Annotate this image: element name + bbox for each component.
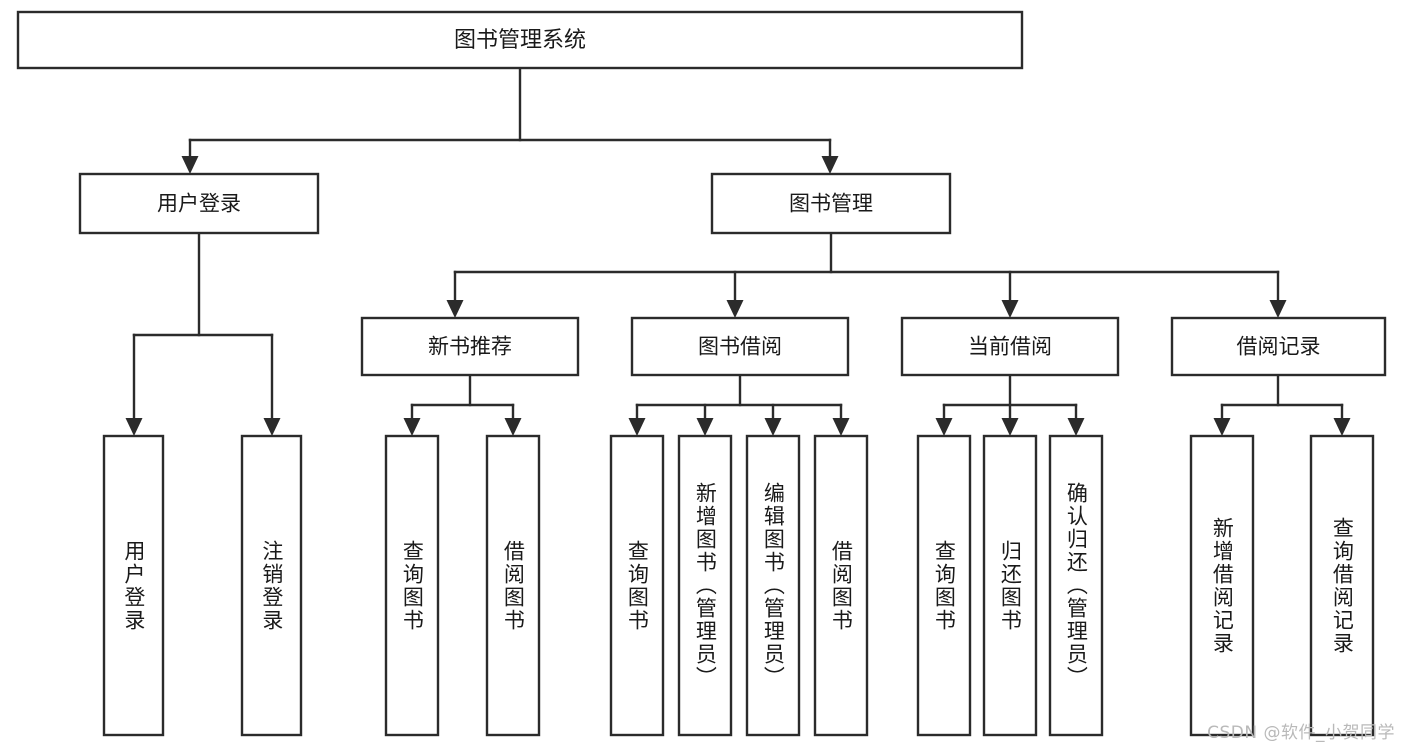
node-box-leaf-edit-book xyxy=(745,434,801,737)
node-box-root xyxy=(16,10,1024,70)
node-label-root: 图书管理系统 xyxy=(454,28,586,53)
node-box-leaf-user-login xyxy=(102,434,165,737)
node-box-leaf-query-book-a xyxy=(384,434,440,737)
new-book-recommend-arrow-0 xyxy=(403,418,421,436)
node-box-leaf-query-record xyxy=(1309,434,1375,737)
node-label-current-borrow: 当前借阅 xyxy=(968,335,1052,359)
node-box-leaf-borrow-book-b xyxy=(813,434,869,737)
node-label-book-manage: 图书管理 xyxy=(789,192,873,216)
node-box-user-login xyxy=(78,172,320,235)
borrow-record-arrow-0 xyxy=(1213,418,1231,436)
node-box-leaf-add-book xyxy=(677,434,733,737)
user-login-arrow-1 xyxy=(263,418,281,436)
current-borrow-arrow-1 xyxy=(1001,418,1019,436)
node-label-book-borrow: 图书借阅 xyxy=(698,335,782,359)
node-box-leaf-query-book-c xyxy=(916,434,972,737)
book-borrow-arrow-2 xyxy=(764,418,782,436)
book-borrow-arrow-1 xyxy=(696,418,714,436)
book-borrow-arrow-3 xyxy=(832,418,850,436)
node-box-leaf-confirm-return xyxy=(1048,434,1104,737)
node-box-leaf-return-book xyxy=(982,434,1038,737)
book-manage-arrow-0 xyxy=(446,300,464,318)
book-borrow-arrow-0 xyxy=(628,418,646,436)
watermark-text: CSDN @软件_小贺同学 xyxy=(1207,723,1395,743)
node-box-book-manage xyxy=(710,172,952,235)
node-box-borrow-record xyxy=(1170,316,1387,377)
node-box-leaf-add-record xyxy=(1189,434,1255,737)
node-box-leaf-logout xyxy=(240,434,303,737)
root-arrow-0 xyxy=(181,156,199,174)
node-label-new-book-recommend: 新书推荐 xyxy=(428,335,512,359)
user-login-arrow-0 xyxy=(125,418,143,436)
node-box-current-borrow xyxy=(900,316,1120,377)
root-arrow-1 xyxy=(821,156,839,174)
node-box-leaf-borrow-book-a xyxy=(485,434,541,737)
node-label-user-login: 用户登录 xyxy=(157,192,241,216)
new-book-recommend-arrow-1 xyxy=(504,418,522,436)
book-manage-arrow-3 xyxy=(1269,300,1287,318)
current-borrow-arrow-0 xyxy=(935,418,953,436)
book-manage-arrow-2 xyxy=(1001,300,1019,318)
node-box-new-book-recommend xyxy=(360,316,580,377)
node-box-book-borrow xyxy=(630,316,850,377)
node-label-borrow-record: 借阅记录 xyxy=(1237,335,1321,359)
node-box-leaf-query-book-b xyxy=(609,434,665,737)
node-box-layer xyxy=(16,10,1387,737)
current-borrow-arrow-2 xyxy=(1067,418,1085,436)
connector-layer xyxy=(125,66,1351,436)
borrow-record-arrow-1 xyxy=(1333,418,1351,436)
book-manage-arrow-1 xyxy=(726,300,744,318)
